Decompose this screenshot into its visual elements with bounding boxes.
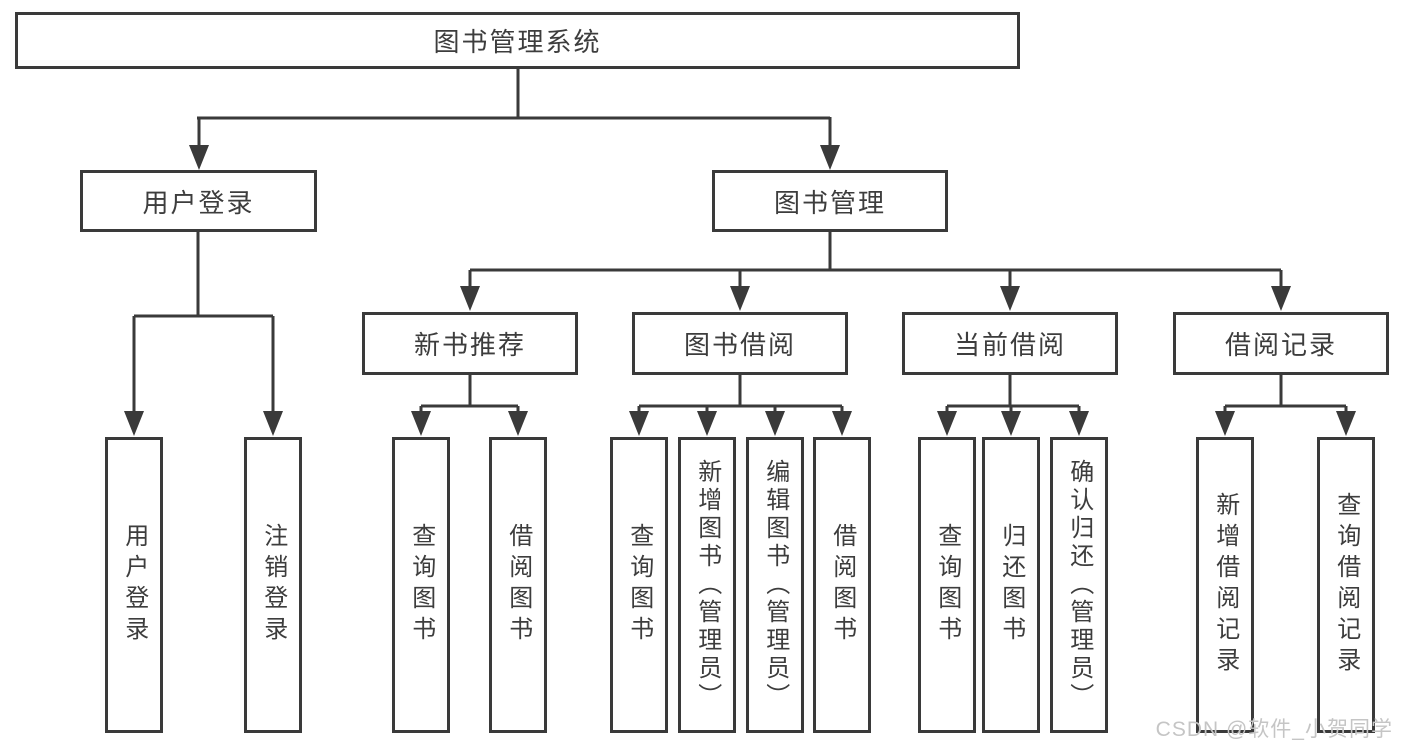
node-borrow-record: 借阅记录 [1173,312,1389,375]
csdn-watermark: CSDN @软件_小贺同学 [1155,718,1393,741]
leaf-borrow-book: 借阅图书 [813,437,871,733]
node-user-login: 用户登录 [80,170,317,232]
leaf-query-book-current: 查询图书 [918,437,976,733]
node-label: 查询图书 [933,523,961,647]
leaf-return-book: 归还图书 [982,437,1040,733]
leaf-query-book-borrow: 查询图书 [610,437,668,733]
node-label: 编辑图书（管理员） [761,459,789,711]
node-label: 新书推荐 [413,330,526,360]
node-label: 借阅图书 [504,523,532,647]
node-label: 当前借阅 [953,330,1066,360]
leaf-add-borrow-record: 新增借阅记录 [1196,437,1254,733]
leaf-query-borrow-record: 查询借阅记录 [1317,437,1375,733]
node-label: 用户登录 [120,523,148,647]
node-label: 图书管理系统 [433,27,602,57]
node-label: 新增图书（管理员） [693,459,721,711]
node-label: 新增借阅记录 [1211,492,1239,678]
leaf-query-book-recommend: 查询图书 [392,437,450,733]
node-book-management: 图书管理 [712,170,948,232]
leaf-logout: 注销登录 [244,437,302,733]
node-label: 确认归还（管理员） [1065,459,1093,711]
arrowheads [124,145,1356,436]
node-label: 图书管理 [773,187,886,218]
leaf-user-login: 用户登录 [105,437,163,733]
node-book-borrow: 图书借阅 [632,312,848,375]
leaf-confirm-return-admin: 确认归还（管理员） [1050,437,1108,733]
node-label: 图书借阅 [683,330,796,360]
node-label: 借阅记录 [1224,330,1337,360]
node-current-borrow: 当前借阅 [902,312,1118,375]
leaf-borrow-book-recommend: 借阅图书 [489,437,547,733]
node-label: 查询图书 [407,523,435,647]
node-library-system: 图书管理系统 [15,12,1020,69]
node-label: 归还图书 [997,523,1025,647]
node-label: 查询借阅记录 [1332,492,1360,678]
node-label: 注销登录 [259,523,287,647]
node-new-book-recommend: 新书推荐 [362,312,578,375]
node-label: 查询图书 [625,523,653,647]
leaf-add-book-admin: 新增图书（管理员） [678,437,736,733]
node-label: 用户登录 [142,187,255,218]
node-label: 借阅图书 [828,523,856,647]
leaf-edit-book-admin: 编辑图书（管理员） [746,437,804,733]
